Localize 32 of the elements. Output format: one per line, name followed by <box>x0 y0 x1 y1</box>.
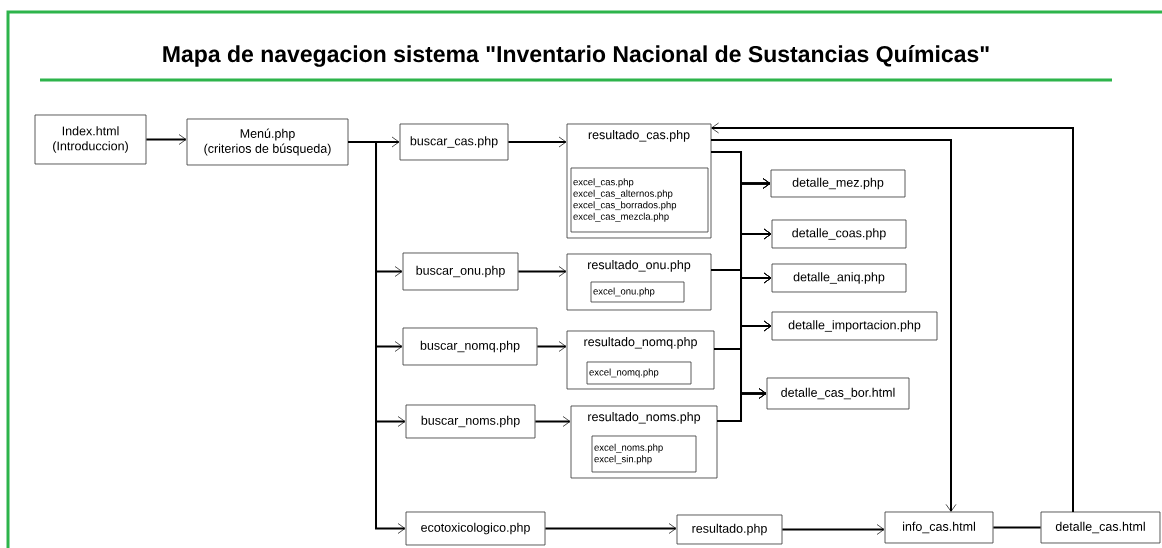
page-box: buscar_nomq.php <box>402 327 538 366</box>
file-list-box: excel_cas.php excel_cas_alternos.php excel_cas_borrados.php excel_cas_mezcla.php <box>570 167 709 233</box>
page-box: ecotoxicologico.php <box>405 511 546 546</box>
arrow <box>534 416 571 427</box>
arrow <box>544 523 677 534</box>
arrow <box>781 524 885 535</box>
arrow <box>716 388 767 422</box>
arrow <box>710 122 1074 513</box>
page-box: buscar_noms.php <box>405 404 536 439</box>
title: Mapa de navegacion sistema "Inventario Nacional de Sustancias Químicas" <box>163 45 989 67</box>
page-box: detalle_cas_bor.html <box>766 377 910 410</box>
page-box: buscar_onu.php <box>402 252 519 291</box>
page-box: resultado.php <box>676 514 783 545</box>
page-box: detalle_cas.html <box>1040 511 1161 544</box>
page-box: detalle_mez.php <box>770 169 906 198</box>
page-box: buscar_cas.php <box>399 123 509 161</box>
arrow <box>145 134 187 145</box>
page-box: info_cas.html <box>884 511 994 544</box>
arrow <box>507 136 567 148</box>
arrow <box>517 266 567 277</box>
page-box: Menú.php (criterios de búsqueda) <box>186 118 349 166</box>
file-list-box: excel_noms.php excel_sin.php <box>591 435 697 473</box>
page-box: Index.html (Introduccion) <box>34 114 147 165</box>
connector-line <box>992 526 1042 529</box>
arrow <box>347 141 406 534</box>
page-box: detalle_coas.php <box>771 219 907 249</box>
file-list-box: excel_onu.php <box>590 281 685 303</box>
file-list-box: excel_nomq.php <box>586 361 692 385</box>
arrow <box>710 139 957 513</box>
page-box: detalle_aniq.php <box>771 263 907 293</box>
page-box: detalle_importacion.php <box>771 311 938 341</box>
arrow <box>536 341 567 352</box>
